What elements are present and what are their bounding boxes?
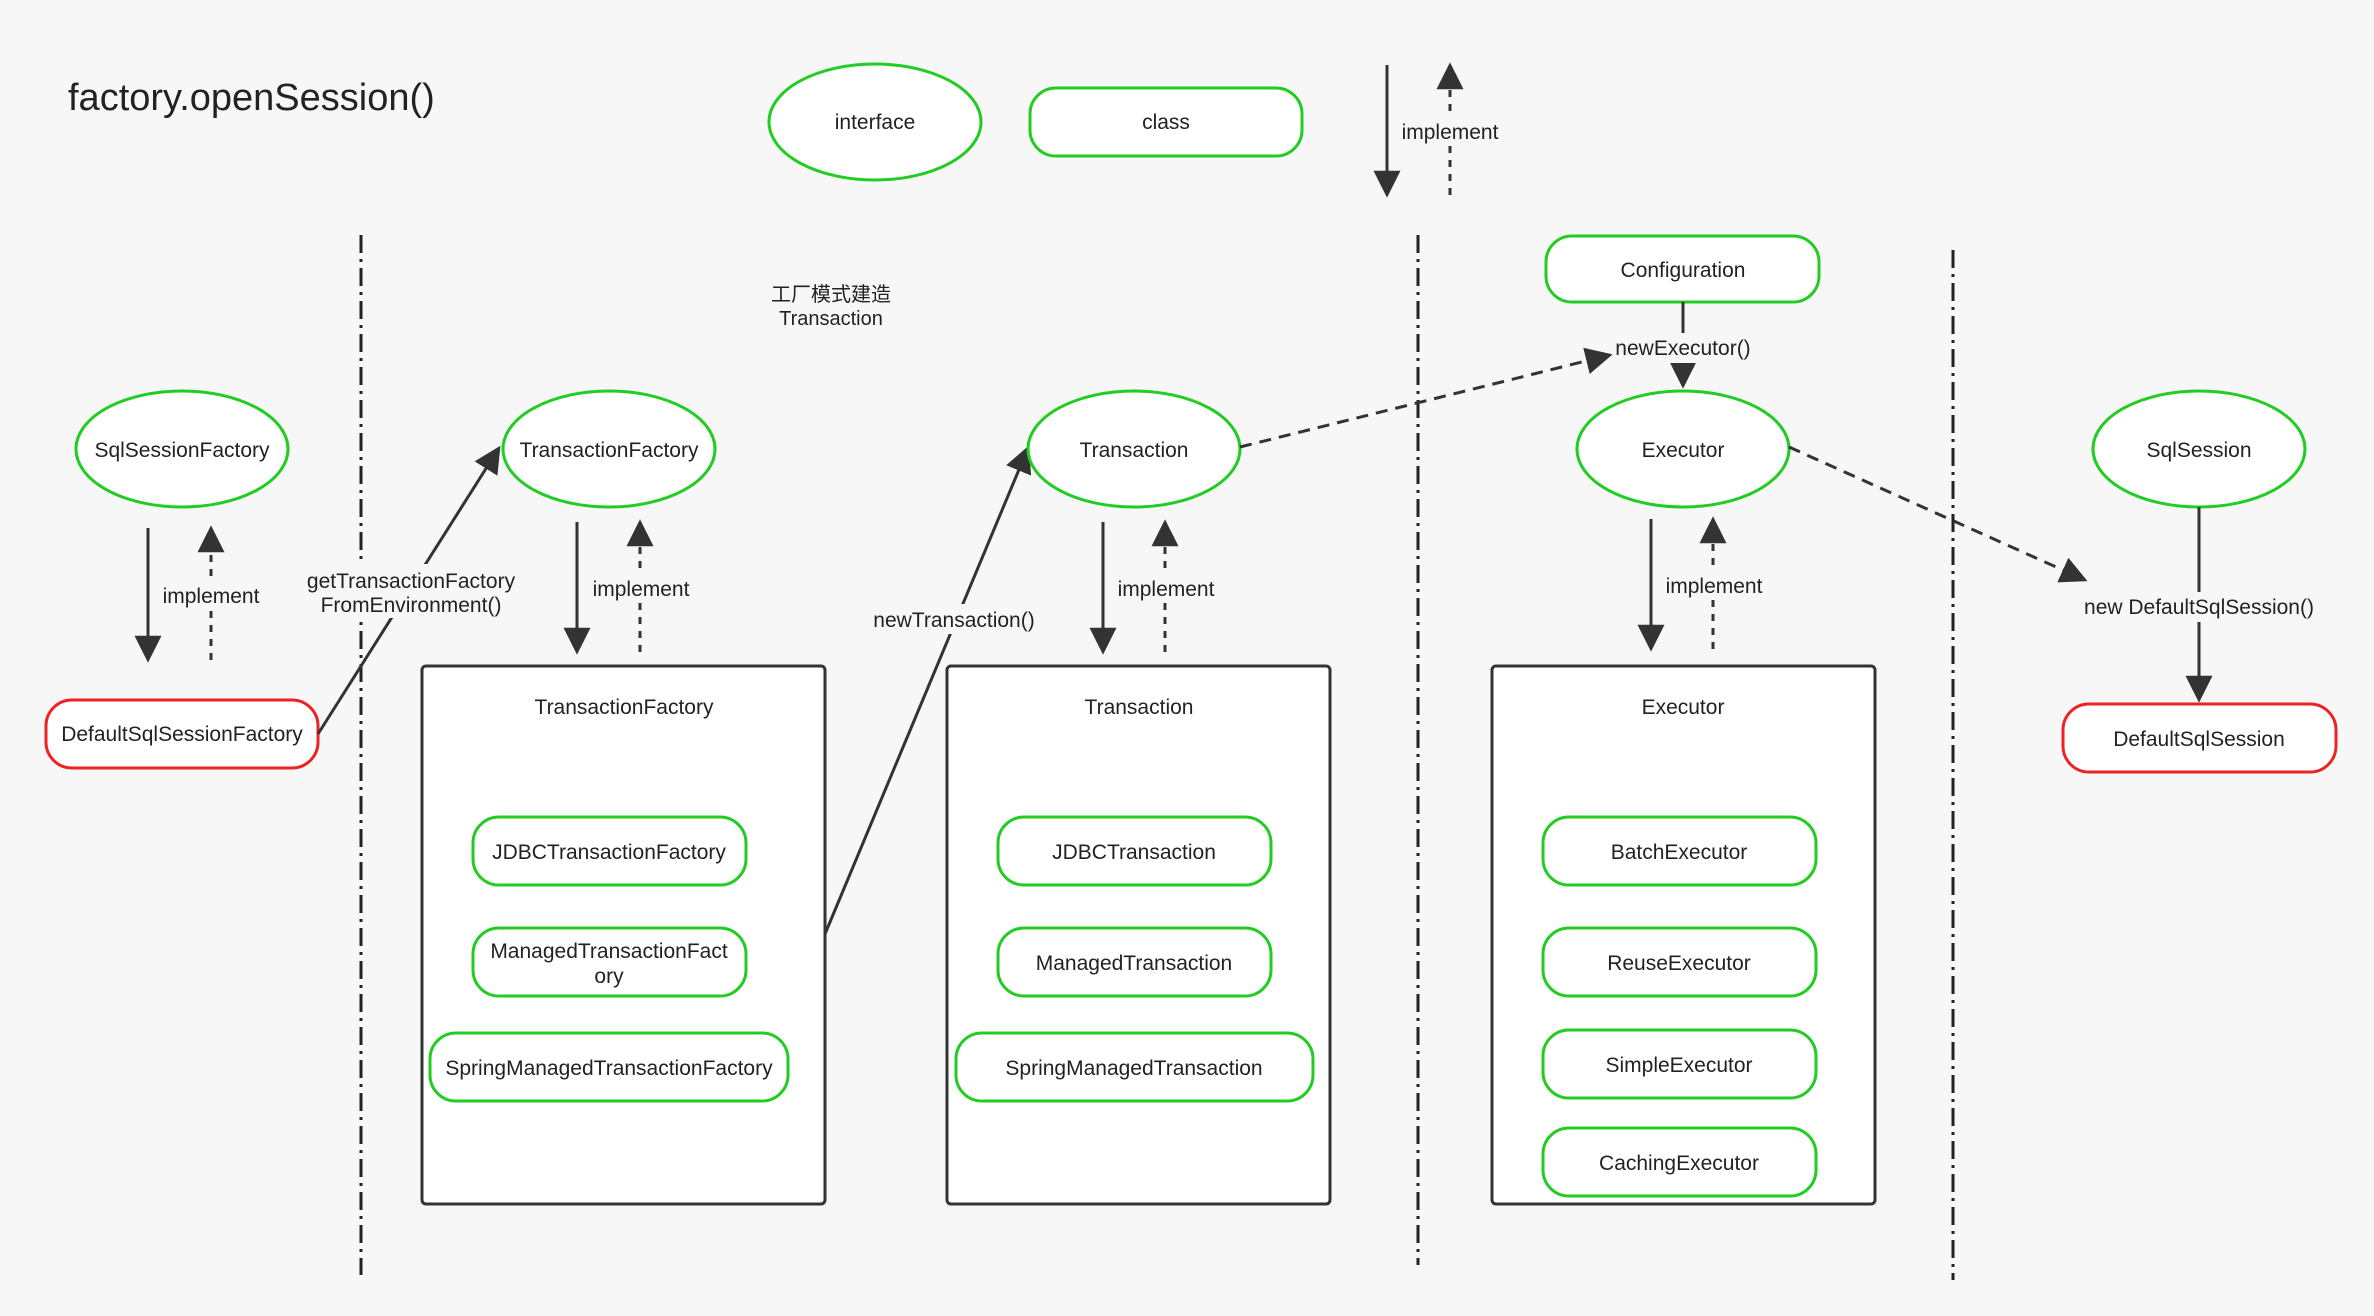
spring-managed-transaction-node [954, 1031, 1315, 1103]
simple-executor-label: SimpleExecutor [1605, 1054, 1752, 1077]
get-transaction-factory-label-line1: getTransactionFactory [307, 570, 516, 593]
managed-transaction-factory-label-line2: ory [594, 965, 624, 988]
executor-group-title: Executor [1642, 696, 1725, 719]
implement-label-4: implement [1666, 575, 1763, 598]
transaction-factory-label: TransactionFactory [520, 439, 699, 462]
transaction-group-title: Transaction [1085, 696, 1194, 719]
configuration-label: Configuration [1621, 259, 1746, 282]
new-default-sql-session-label: new DefaultSqlSession() [2084, 596, 2314, 619]
legend-implement-label: implement [1402, 121, 1499, 144]
legend: interface class implement [767, 62, 1505, 198]
executor-label: Executor [1642, 439, 1725, 462]
spring-managed-transaction-factory-label: SpringManagedTransactionFactory [445, 1057, 773, 1080]
get-transaction-factory-label-line2: FromEnvironment() [321, 594, 502, 617]
factory-note-line2: Transaction [779, 308, 883, 330]
default-sql-session-factory-label: DefaultSqlSessionFactory [61, 723, 303, 746]
transaction-node [1026, 389, 1242, 509]
sql-session-label: SqlSession [2146, 439, 2251, 462]
reuse-executor-node [1541, 926, 1818, 998]
jdbc-transaction-label: JDBCTransaction [1052, 841, 1216, 864]
implement-label-2: implement [593, 578, 690, 601]
new-executor-label: newExecutor() [1615, 337, 1750, 360]
simple-executor-node [1541, 1028, 1818, 1100]
transaction-factory-node [501, 389, 717, 509]
managed-transaction-node [996, 926, 1273, 998]
jdbc-transaction-factory-node [471, 815, 748, 887]
default-sql-session-label: DefaultSqlSession [2113, 728, 2285, 751]
reuse-executor-label: ReuseExecutor [1607, 952, 1751, 975]
default-sql-session-node [2061, 702, 2338, 774]
transaction-factory-group-title: TransactionFactory [535, 696, 714, 719]
legend-class-label: class [1142, 111, 1190, 134]
executor-to-new-default-sql-session-edge [1788, 445, 2088, 583]
transaction-to-new-executor-edge [1239, 347, 1613, 449]
batch-executor-label: BatchExecutor [1611, 841, 1748, 864]
legend-interface-shape [767, 62, 983, 182]
sql-session-factory-node [74, 389, 290, 509]
spring-managed-transaction-factory-node [428, 1031, 790, 1103]
managed-transaction-factory-label-line1: ManagedTransactionFact [490, 940, 728, 963]
legend-interface-label: interface [835, 111, 916, 134]
caching-executor-label: CachingExecutor [1599, 1152, 1759, 1175]
sql-session-factory-label: SqlSessionFactory [94, 439, 270, 462]
batch-executor-node [1541, 815, 1818, 887]
spring-managed-transaction-label: SpringManagedTransaction [1005, 1057, 1262, 1080]
jdbc-transaction-factory-label: JDBCTransactionFactory [492, 841, 726, 864]
new-transaction-label: newTransaction() [873, 609, 1034, 632]
executor-node [1575, 389, 1791, 509]
jdbc-transaction-node [996, 815, 1273, 887]
page-title: factory.openSession() [68, 77, 435, 119]
managed-transaction-factory-node [471, 926, 748, 998]
caching-executor-node [1541, 1126, 1818, 1198]
factory-note-line1: 工厂模式建造 [771, 283, 891, 306]
implement-label-3: implement [1118, 578, 1215, 601]
transaction-label: Transaction [1080, 439, 1189, 462]
managed-transaction-label: ManagedTransaction [1036, 952, 1233, 975]
implement-label-1: implement [163, 585, 260, 608]
new-transaction-edge [823, 445, 1032, 935]
legend-class-shape [1028, 86, 1304, 158]
